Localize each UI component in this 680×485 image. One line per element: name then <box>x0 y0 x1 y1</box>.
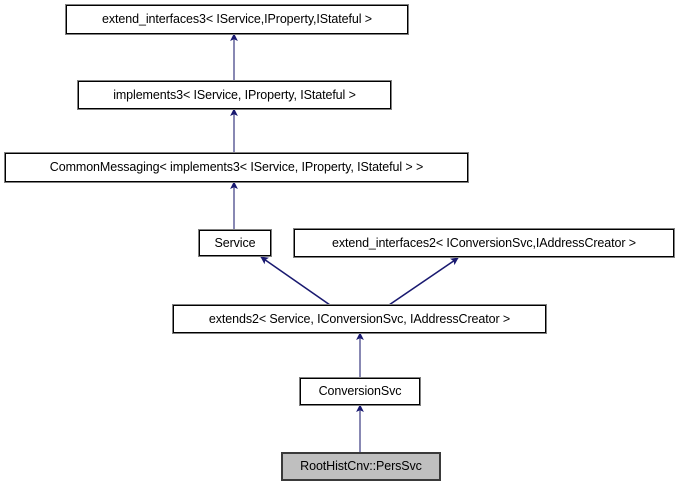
class-node-CommonMessaging[interactable]: CommonMessaging< implements3< IService, … <box>4 152 469 183</box>
class-node-extends2[interactable]: extends2< Service, IConversionSvc, IAddr… <box>172 304 547 334</box>
class-node-ConversionSvc[interactable]: ConversionSvc <box>299 377 421 406</box>
class-node-label: Service <box>214 235 256 250</box>
class-node-Service[interactable]: Service <box>198 229 272 257</box>
class-node-label: RootHistCnv::PersSvc <box>300 459 422 474</box>
class-node-implements3[interactable]: implements3< IService, IProperty, IState… <box>77 80 392 110</box>
class-node-label: extend_interfaces2< IConversionSvc,IAddr… <box>332 235 636 250</box>
inheritance-arrow <box>388 257 459 306</box>
class-node-extend_interfaces2[interactable]: extend_interfaces2< IConversionSvc,IAddr… <box>293 228 675 258</box>
class-node-label: ConversionSvc <box>318 384 402 399</box>
class-node-label: implements3< IService, IProperty, IState… <box>113 87 356 102</box>
class-node-extend_interfaces3[interactable]: extend_interfaces3< IService,IProperty,I… <box>65 4 409 35</box>
class-node-label: extend_interfaces3< IService,IProperty,I… <box>102 12 372 27</box>
inheritance-arrow <box>260 256 331 306</box>
class-node-label: extends2< Service, IConversionSvc, IAddr… <box>208 311 511 326</box>
class-node-RootHistCnv_PersSvc[interactable]: RootHistCnv::PersSvc <box>281 452 441 481</box>
class-node-label: CommonMessaging< implements3< IService, … <box>49 160 424 175</box>
